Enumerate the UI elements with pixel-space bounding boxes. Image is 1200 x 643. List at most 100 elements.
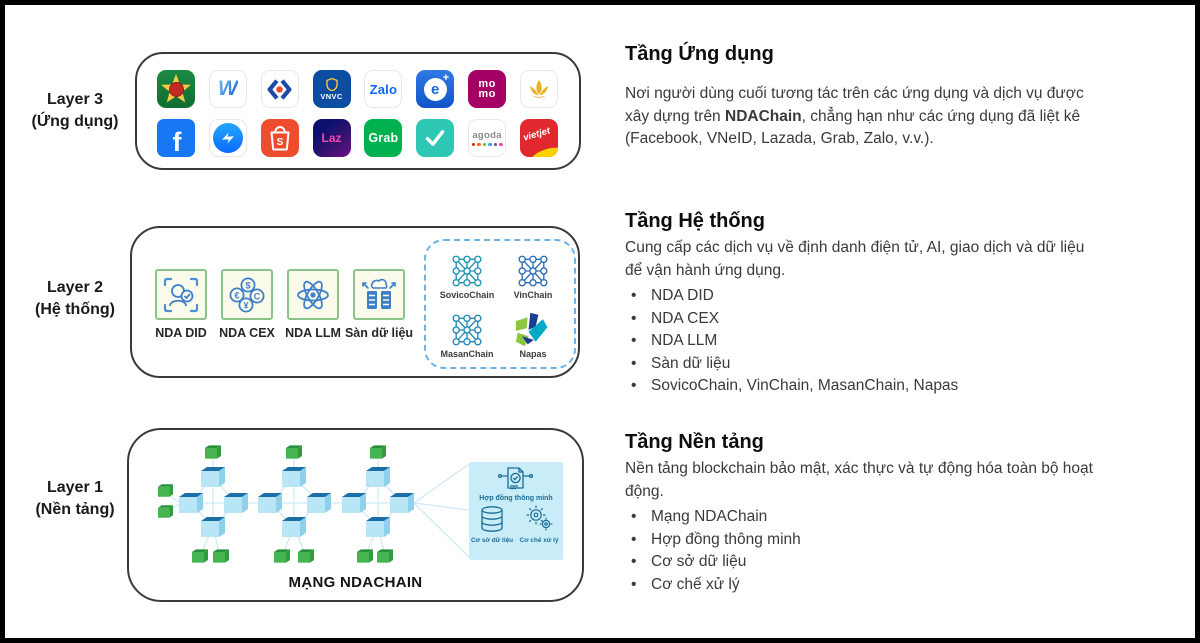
zalo-app-icon: Zalo — [364, 70, 403, 108]
layer1-label-line1: Layer 1 — [46, 479, 104, 496]
identity-scan-icon — [163, 277, 199, 312]
nda-did-tile — [155, 269, 207, 320]
nda-did-label: NDA DID — [155, 326, 207, 340]
application-body-bold: NDAChain — [725, 107, 802, 125]
smart-contract-label: Hợp đồng thông minh — [479, 493, 552, 502]
momo-logo-line1: mo — [478, 78, 496, 90]
data-market-label: Sàn dữ liệu — [344, 326, 414, 340]
system-layer-description: Tầng Hệ thống Cung cấp các dịch vụ về đị… — [625, 210, 1093, 398]
blockchain-network-icon — [515, 253, 551, 289]
database-icon — [481, 506, 503, 532]
platform-body: Nền tảng blockchain bảo mật, xác thực và… — [625, 460, 1093, 500]
shopee-s-letter: S — [276, 137, 283, 148]
list-item: Mạng NDAChain — [625, 506, 1093, 529]
processing-label: Cơ chế xử lý — [519, 536, 558, 544]
grab-app-icon: Grab — [364, 119, 403, 157]
nda-cex-tile: $€ C¥ — [221, 269, 273, 320]
shopping-bag-icon: S — [270, 126, 290, 151]
apps-row-2: f S Laz Grab — [157, 119, 558, 157]
vietjet-logo-text: vietjet — [521, 125, 552, 144]
platform-layer-description: Tầng Nền tảng Nền tảng blockchain bảo mậ… — [625, 431, 1093, 596]
layer2-system-box: $€ C¥ — [130, 226, 580, 378]
vneid-emblem-icon — [168, 81, 184, 97]
lotus-airline-app-icon — [519, 70, 558, 108]
vneid-app-icon — [157, 70, 195, 108]
lazada-logo-text: Laz — [321, 131, 342, 145]
layer3-label-line1: Layer 3 — [46, 91, 104, 108]
application-title: Tầng Ứng dụng — [625, 43, 774, 65]
data-market-tile — [353, 269, 405, 320]
napas-item: Napas — [501, 312, 565, 359]
agoda-app-icon: agoda — [468, 119, 507, 157]
messenger-app-icon — [208, 119, 247, 157]
gears-icon — [526, 505, 553, 531]
system-title: Tầng Hệ thống — [625, 210, 765, 232]
platform-detail-panel: Hợp đồng thông minh Cơ sở dữ liệu Cơ chế… — [469, 462, 563, 560]
blockchain-nodes-network: Hợp đồng thông minh Cơ sở dữ liệu Cơ chế… — [158, 445, 563, 563]
layer3-applications-box: W VNVC Zalo e + — [135, 52, 581, 170]
database-label: Cơ sở dữ liệu — [471, 537, 513, 544]
vinchain-item: VinChain — [501, 253, 565, 300]
list-item: Cơ chế xử lý — [625, 574, 1093, 597]
smart-contract-icon — [497, 467, 534, 490]
shopee-app-icon: S — [260, 119, 299, 157]
list-item: Hợp đồng thông minh — [625, 529, 1093, 552]
checkmark-icon — [425, 130, 445, 146]
vnvc-app-icon: VNVC — [312, 70, 351, 108]
sovicochain-item: SovicoChain — [435, 253, 499, 300]
agoda-dots-icon — [471, 142, 503, 147]
svg-text:$: $ — [245, 280, 250, 290]
network-caption: MẠNG NDACHAIN — [288, 574, 423, 591]
facebook-logo-letter: f — [172, 126, 182, 157]
platform-bullet-list: Mạng NDAChain Hợp đồng thông minh Cơ sở … — [625, 506, 1093, 596]
list-item: NDA CEX — [625, 308, 1093, 331]
partner-chains-box: SovicoChain VinChain MasanChain Napas — [424, 239, 576, 369]
vinchain-label: VinChain — [513, 290, 553, 300]
zalo-logo-text: Zalo — [369, 81, 398, 97]
application-body: Nơi người dùng cuối tương tác trên các ứ… — [625, 83, 1093, 151]
e-plus-logo-letter: e — [423, 77, 447, 101]
momo-logo-line2: mo — [478, 88, 496, 100]
application-layer-description: Tầng Ứng dụng Nơi người dùng cuối tương … — [625, 43, 1093, 151]
grab-logo-text: Grab — [368, 131, 399, 145]
diamond-brackets-icon — [267, 78, 292, 100]
list-item: SovicoChain, VinChain, MasanChain, Napas — [625, 375, 1093, 398]
messenger-bubble-icon — [212, 123, 243, 153]
gov-portal-app-icon — [260, 70, 299, 108]
data-server-icon — [362, 278, 396, 309]
golden-lotus-icon — [529, 80, 548, 98]
system-body: Cung cấp các dịch vụ về định danh điện t… — [625, 239, 1085, 279]
layer2-label-line1: Layer 2 — [46, 279, 104, 296]
blockchain-network-icon — [449, 253, 485, 289]
napas-label: Napas — [519, 349, 547, 359]
masanchain-item: MasanChain — [435, 312, 499, 359]
vietjet-app-icon: vietjet — [519, 119, 558, 157]
vietjet-swoosh — [529, 144, 558, 157]
application-body-post: , chẳng hạn như các ứng dụng đã liệt kê … — [625, 107, 1081, 148]
napas-logo — [515, 312, 548, 347]
currency-exchange-icon: $€ C¥ — [229, 277, 265, 312]
e-plus-app-icon: e + — [416, 70, 455, 108]
layer3-label-line2: (Ứng dụng) — [31, 113, 119, 130]
layer2-label-line2: (Hệ thống) — [35, 301, 115, 318]
list-item: Cơ sở dữ liệu — [625, 551, 1093, 574]
lazada-app-icon: Laz — [312, 119, 351, 157]
vnvc-logo-text: VNVC — [320, 91, 343, 101]
system-bullet-list: NDA DID NDA CEX NDA LLM Sàn dữ liệu Sovi… — [625, 285, 1093, 398]
layer1-label: Layer 1 (Nền tảng) — [19, 477, 131, 521]
wave-app-icon: W — [208, 70, 247, 108]
list-item: NDA DID — [625, 285, 1093, 308]
layer1-platform-box: Hợp đồng thông minh Cơ sở dữ liệu Cơ chế… — [127, 428, 584, 602]
nda-llm-label: NDA LLM — [285, 326, 341, 340]
v-check-app-icon — [416, 119, 455, 157]
atom-icon — [297, 280, 329, 309]
nda-cex-label: NDA CEX — [219, 326, 275, 340]
sovicochain-label: SovicoChain — [439, 290, 495, 300]
plus-glyph: + — [442, 72, 450, 84]
svg-text:€: € — [234, 290, 239, 300]
nda-llm-tile — [287, 269, 339, 320]
platform-title: Tầng Nền tảng — [625, 431, 764, 453]
wave-logo-letter: W — [217, 77, 238, 100]
masanchain-label: MasanChain — [440, 349, 494, 359]
